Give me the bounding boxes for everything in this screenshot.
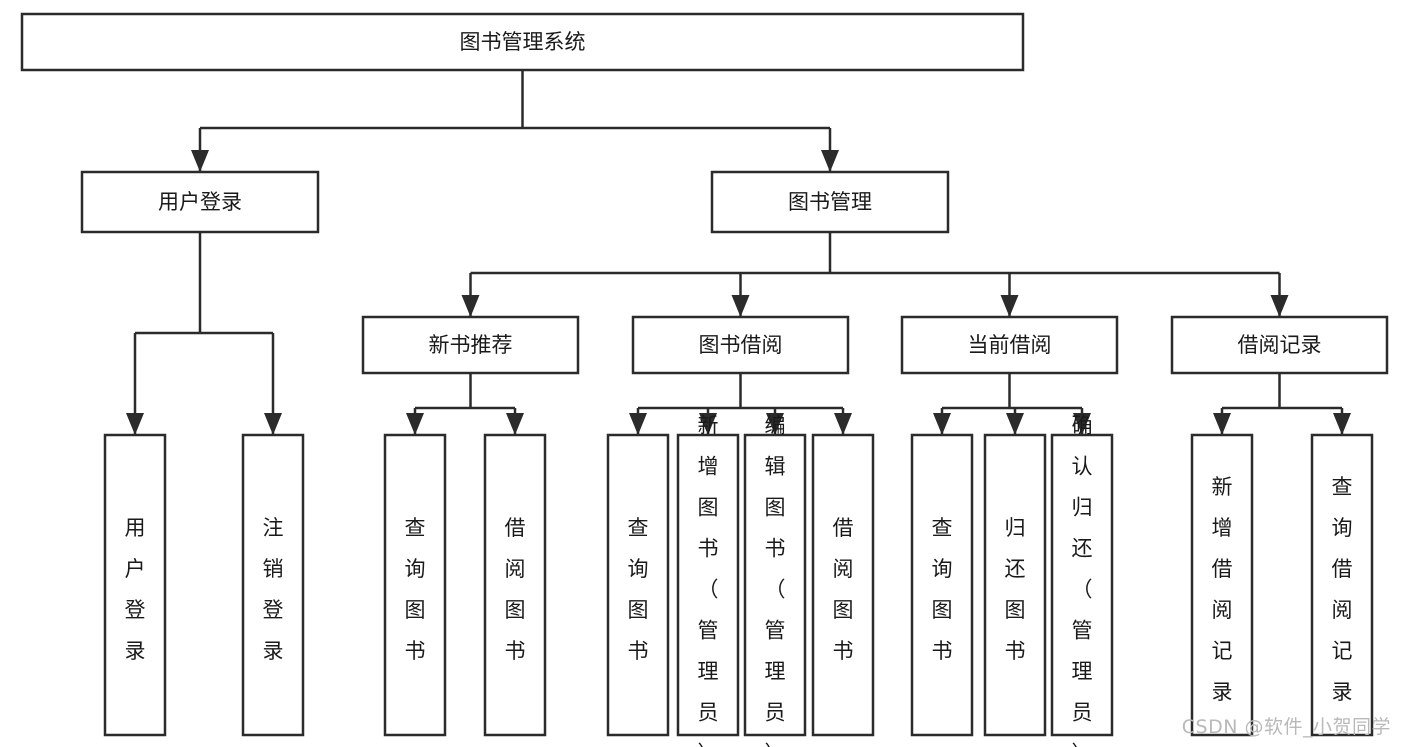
node-label-new-book-recommend: 新书推荐 [429,333,513,357]
node-box-leaf-logout [241,433,305,737]
watermark-text: CSDN @软件_小贺同学 [1181,716,1391,738]
node-label-leaf-user-login: 用户登录 [125,516,146,663]
node-box-leaf-return-book [983,433,1047,737]
node-leaf-query-book-rec[interactable]: 查询图书 [383,433,447,737]
node-box-leaf-edit-book [743,433,807,737]
node-new-book-recommend[interactable]: 新书推荐 [361,315,580,375]
node-root[interactable]: 图书管理系统 [20,12,1025,72]
node-leaf-query-record[interactable]: 查询借阅记录 [1310,433,1374,737]
node-leaf-query-book-borrow[interactable]: 查询图书 [606,433,670,737]
node-box-leaf-query-book-rec [383,433,447,737]
node-label-leaf-query-book-borrow: 查询图书 [628,516,649,663]
node-user-login[interactable]: 用户登录 [80,170,320,234]
arrowhead [1270,295,1289,317]
arrowhead [834,413,852,435]
arrowhead [766,413,784,435]
node-borrow-record[interactable]: 借阅记录 [1170,315,1389,375]
node-label-leaf-add-book: 新增图书（管理员） [698,413,719,747]
node-label-leaf-query-book-cur: 查询图书 [932,516,953,663]
connector-lines [126,70,1351,435]
node-box-user-login [80,170,320,234]
node-box-leaf-borrow-book [811,433,875,737]
node-box-root [20,12,1025,72]
node-leaf-borrow-book-rec[interactable]: 借阅图书 [483,433,547,737]
node-leaf-return-book[interactable]: 归还图书 [983,433,1047,737]
node-box-leaf-borrow-book-rec [483,433,547,737]
node-label-leaf-borrow-book-rec: 借阅图书 [505,516,526,663]
node-label-leaf-query-book-rec: 查询图书 [405,516,426,663]
arrowhead [731,295,750,317]
node-leaf-edit-book[interactable]: 编辑图书（管理员） [743,413,807,747]
node-leaf-borrow-book[interactable]: 借阅图书 [811,433,875,737]
node-label-user-login: 用户登录 [158,190,242,214]
arrowhead [506,413,524,435]
node-label-leaf-query-record: 查询借阅记录 [1332,475,1353,704]
arrowhead [1073,413,1091,435]
node-leaf-confirm-return[interactable]: 确认归还（管理员） [1050,413,1114,747]
arrowhead [1000,295,1019,317]
node-current-borrow[interactable]: 当前借阅 [900,315,1119,375]
node-label-leaf-return-book: 归还图书 [1005,516,1026,663]
arrowhead [1333,413,1351,435]
arrowhead [264,413,282,435]
node-leaf-query-book-cur[interactable]: 查询图书 [910,433,974,737]
node-box-leaf-user-login [103,433,167,737]
node-label-book-manage: 图书管理 [788,190,872,214]
node-box-new-book-recommend [361,315,580,375]
node-leaf-add-book[interactable]: 新增图书（管理员） [676,413,740,747]
node-label-leaf-logout: 注销登录 [263,516,284,663]
node-leaf-add-record[interactable]: 新增借阅记录 [1190,433,1254,737]
node-leaf-logout[interactable]: 注销登录 [241,433,305,737]
arrowhead [1006,413,1024,435]
node-box-borrow-record [1170,315,1389,375]
arrowhead [1213,413,1231,435]
node-book-manage[interactable]: 图书管理 [710,170,950,234]
node-book-borrow[interactable]: 图书借阅 [631,315,850,375]
arrowhead [126,413,144,435]
node-label-leaf-confirm-return: 确认归还（管理员） [1072,413,1093,747]
node-box-leaf-query-record [1310,433,1374,737]
arrowhead [629,413,647,435]
arrowhead [461,295,480,317]
node-label-book-borrow: 图书借阅 [699,333,783,357]
node-box-leaf-add-record [1190,433,1254,737]
node-box-leaf-confirm-return [1050,433,1114,737]
node-label-root: 图书管理系统 [460,30,586,54]
node-leaf-user-login[interactable]: 用户登录 [103,433,167,737]
node-box-leaf-add-book [676,433,740,737]
arrowhead [191,150,209,172]
node-label-borrow-record: 借阅记录 [1238,333,1322,357]
node-label-current-borrow: 当前借阅 [968,333,1052,357]
arrowhead [821,150,839,172]
node-box-leaf-query-book-cur [910,433,974,737]
arrowhead [699,413,717,435]
node-box-leaf-query-book-borrow [606,433,670,737]
node-boxes: 图书管理系统用户登录图书管理新书推荐图书借阅当前借阅借阅记录用户登录注销登录查询… [20,12,1389,747]
arrowhead [933,413,951,435]
node-label-leaf-add-record: 新增借阅记录 [1212,475,1233,704]
node-box-book-manage [710,170,950,234]
node-box-current-borrow [900,315,1119,375]
node-box-book-borrow [631,315,850,375]
arrowhead [406,413,424,435]
node-label-leaf-borrow-book: 借阅图书 [833,516,854,663]
node-label-leaf-edit-book: 编辑图书（管理员） [765,413,786,747]
